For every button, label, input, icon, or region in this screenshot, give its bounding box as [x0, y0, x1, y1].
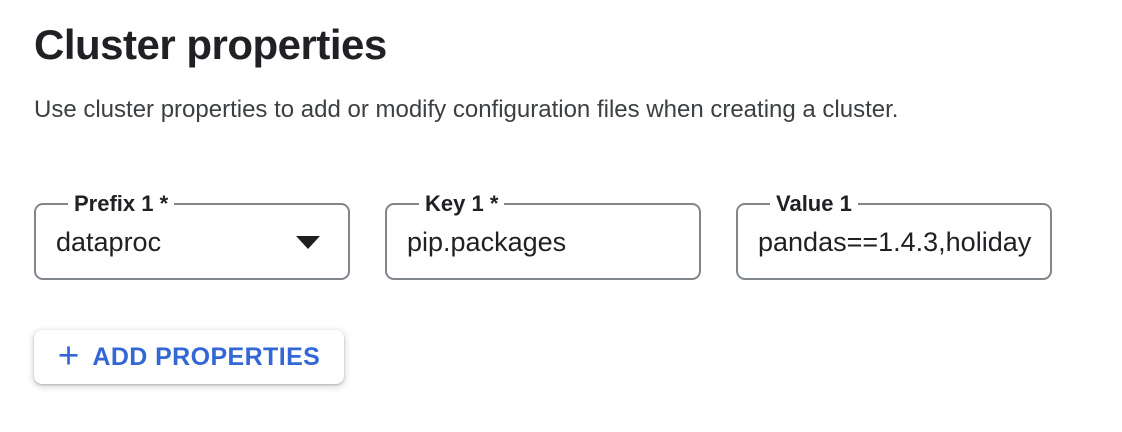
page-title: Cluster properties	[34, 21, 387, 68]
prefix-field-label: Prefix 1 *	[74, 191, 169, 216]
prefix-select[interactable]: dataproc	[56, 222, 332, 262]
prefix-select-field: Prefix 1 * dataproc	[34, 192, 350, 280]
arrow-drop-down-icon	[296, 235, 320, 249]
value-field-label: Value 1	[776, 191, 852, 216]
value-input[interactable]	[758, 222, 1034, 262]
key-field-label: Key 1 *	[425, 191, 499, 216]
key-input[interactable]	[407, 222, 683, 262]
add-properties-button[interactable]: + ADD PROPERTIES	[34, 330, 344, 384]
add-properties-label: ADD PROPERTIES	[92, 342, 321, 371]
value-text-field: Value 1	[736, 192, 1052, 280]
section-description: Use cluster properties to add or modify …	[34, 96, 899, 123]
prefix-select-value: dataproc	[56, 226, 162, 257]
plus-icon: +	[57, 334, 80, 376]
key-text-field: Key 1 *	[385, 192, 701, 280]
property-row: Prefix 1 * dataproc Key 1 * Value 1	[34, 192, 1052, 280]
